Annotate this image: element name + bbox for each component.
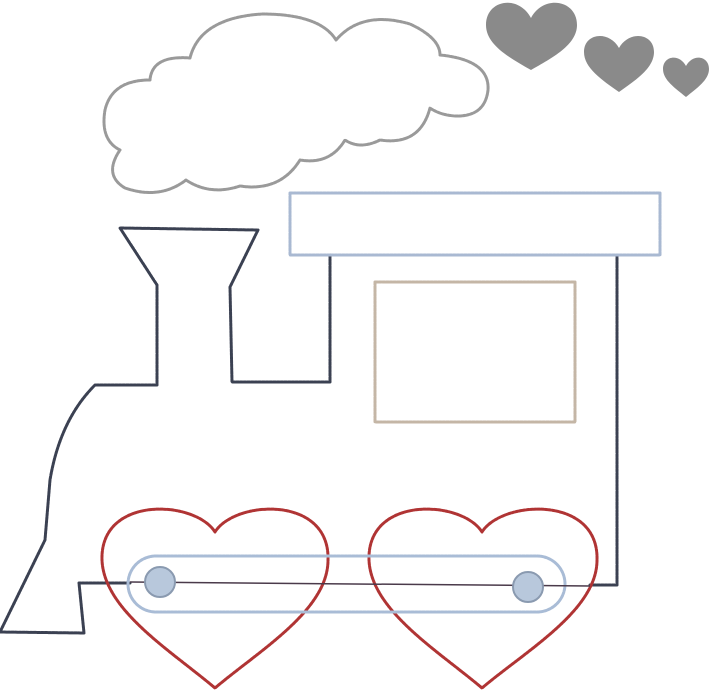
cab-window bbox=[373, 280, 577, 424]
heart-icon bbox=[584, 36, 654, 92]
wheel-heart-right bbox=[367, 507, 599, 690]
heart-icon bbox=[663, 57, 709, 97]
cloud-outline bbox=[102, 12, 490, 194]
connecting-rod bbox=[126, 554, 567, 614]
smoke-hearts bbox=[486, 2, 709, 97]
bolt-right bbox=[512, 571, 544, 603]
heart-icon bbox=[486, 2, 577, 71]
cab-roof bbox=[288, 191, 662, 257]
bolt-left bbox=[144, 566, 176, 598]
wheel-heart-left bbox=[100, 507, 330, 690]
locomotive-body-outline bbox=[0, 226, 619, 635]
